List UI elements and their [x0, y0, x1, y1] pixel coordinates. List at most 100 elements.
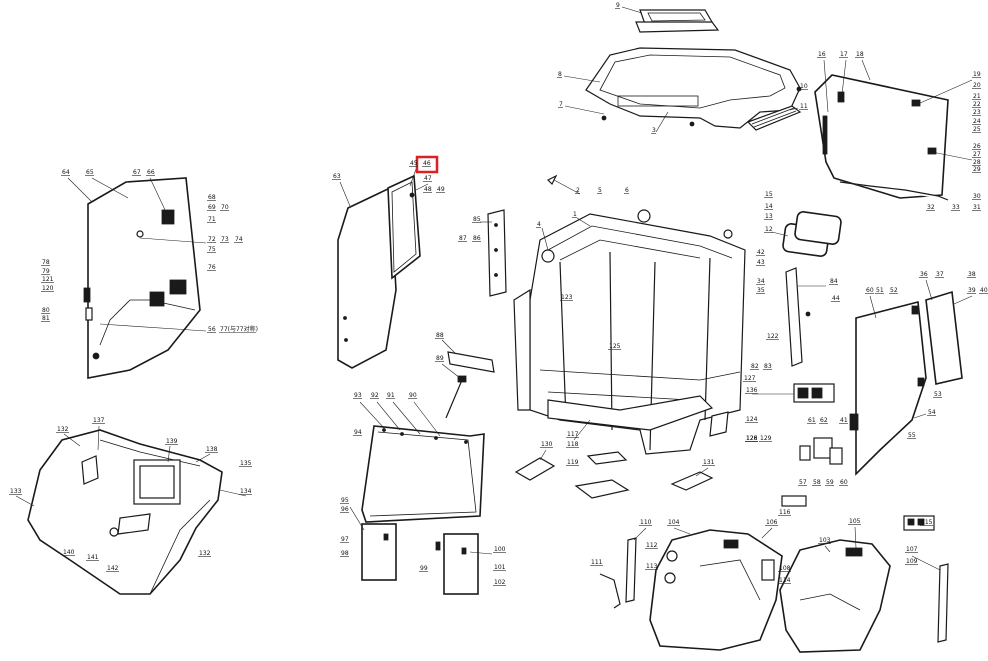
callout-64: 64 — [62, 169, 70, 176]
callout-20: 20 — [973, 82, 981, 89]
callout-13: 13 — [765, 213, 773, 220]
callout-101: 101 — [494, 564, 506, 571]
callout-65: 65 — [86, 169, 94, 176]
callout-27: 27 — [973, 151, 981, 158]
callout-85: 85 — [473, 216, 481, 223]
callout-60: 60 — [840, 479, 848, 486]
callout-123: 123 — [561, 294, 573, 301]
callout-58: 58 — [813, 479, 821, 486]
callout-128: 128 — [746, 435, 758, 442]
callout-106: 106 — [766, 519, 778, 526]
left-door-glass-part-65 — [67, 177, 207, 379]
callout-62: 62 — [820, 417, 828, 424]
callout-121: 121 — [42, 276, 54, 283]
callout-116: 116 — [779, 509, 791, 516]
callout-132: 132 — [57, 426, 69, 433]
cab-floor-part-117 — [547, 395, 714, 441]
door-hinge-parts-41 — [799, 413, 859, 465]
callout-80: 80 — [42, 307, 50, 314]
callout-112: 112 — [646, 542, 658, 549]
callout-23: 23 — [973, 109, 981, 116]
callout-54: 54 — [928, 409, 936, 416]
callout-139: 139 — [166, 438, 178, 445]
callout-105: 105 — [849, 518, 861, 525]
callout-84: 84 — [830, 278, 838, 285]
callout-96: 96 — [341, 506, 349, 513]
front-door-frame-part-45 — [387, 168, 429, 280]
callout-53: 53 — [934, 391, 942, 398]
latch-part-115 — [903, 515, 935, 531]
callout-79: 79 — [42, 268, 50, 275]
callout-48: 48 — [424, 186, 432, 193]
callout-51: 51 — [876, 287, 884, 294]
callout-43: 43 — [757, 259, 765, 266]
callout-32: 32 — [927, 204, 935, 211]
console-part-88 — [441, 339, 495, 373]
callout-10: 10 — [800, 83, 808, 90]
callout-119: 119 — [567, 459, 579, 466]
callout-45: 45 — [410, 160, 418, 167]
callout-125: 125 — [609, 343, 621, 350]
callout-68: 68 — [208, 194, 216, 201]
callout-99: 99 — [420, 565, 428, 572]
callout-9: 9 — [616, 2, 620, 9]
bracket-part-111 — [599, 573, 621, 609]
callout-91: 91 — [387, 392, 395, 399]
callout-1: 1 — [573, 211, 577, 218]
front-door-panel-part-63 — [337, 181, 397, 369]
callout-67: 67 — [133, 169, 141, 176]
roof-hatch-part-9 — [621, 6, 720, 33]
callout-134: 134 — [240, 488, 252, 495]
callout-6: 6 — [625, 187, 629, 194]
callout-76: 76 — [208, 264, 216, 271]
callout-94: 94 — [354, 429, 362, 436]
callout-19: 19 — [973, 71, 981, 78]
callout-16: 16 — [818, 51, 826, 58]
callout-142: 142 — [107, 565, 119, 572]
callout-26: 26 — [973, 143, 981, 150]
callout-107: 107 — [906, 546, 918, 553]
callout-111: 111 — [591, 559, 603, 566]
latch-part-116 — [781, 495, 807, 507]
callout-132: 132 — [199, 550, 211, 557]
callout-117: 117 — [567, 431, 579, 438]
lower-windshield-right-part-100 — [435, 533, 493, 595]
callout-46: 46 — [423, 160, 431, 167]
callout-25: 25 — [973, 126, 981, 133]
bracket-part-128 — [709, 411, 729, 437]
callout-33: 33 — [952, 204, 960, 211]
callout-7: 7 — [559, 101, 563, 108]
callout-102: 102 — [494, 579, 506, 586]
callout-118: 118 — [567, 441, 579, 448]
callout-113: 113 — [646, 563, 658, 570]
pillar-bracket-part-85 — [480, 209, 507, 297]
roof-vent-grille-part-11 — [746, 86, 802, 131]
callout-114: 114 — [779, 577, 791, 584]
callout-52: 52 — [890, 287, 898, 294]
right-door-panel-part-36 — [917, 279, 973, 387]
rear-fender-part-132 — [15, 425, 247, 595]
control-box-part-136 — [752, 383, 835, 403]
box-part-131 — [670, 467, 714, 491]
callout-2: 2 — [576, 187, 580, 194]
callout-15: 15 — [765, 191, 773, 198]
pillar-strip-part-84 — [785, 267, 826, 367]
lever-part-89 — [441, 363, 467, 419]
callout-70: 70 — [221, 204, 229, 211]
callout-55: 55 — [908, 432, 916, 439]
right-door-glass-part-51 — [855, 295, 927, 476]
callout-89: 89 — [436, 355, 444, 362]
callout-109: 109 — [906, 558, 918, 565]
highlight-box — [415, 155, 439, 174]
callout-92: 92 — [371, 392, 379, 399]
cab-frame-part-1 — [513, 174, 746, 455]
roof-shell-part-8 — [563, 47, 801, 133]
callout-21: 21 — [973, 93, 981, 100]
lower-windshield-left-part-98 — [349, 506, 397, 581]
callout-37: 37 — [936, 271, 944, 278]
callout-127: 127 — [744, 375, 756, 382]
callout-74: 74 — [235, 236, 243, 243]
callout-3: 3 — [652, 127, 656, 134]
callout-12: 12 — [765, 226, 773, 233]
